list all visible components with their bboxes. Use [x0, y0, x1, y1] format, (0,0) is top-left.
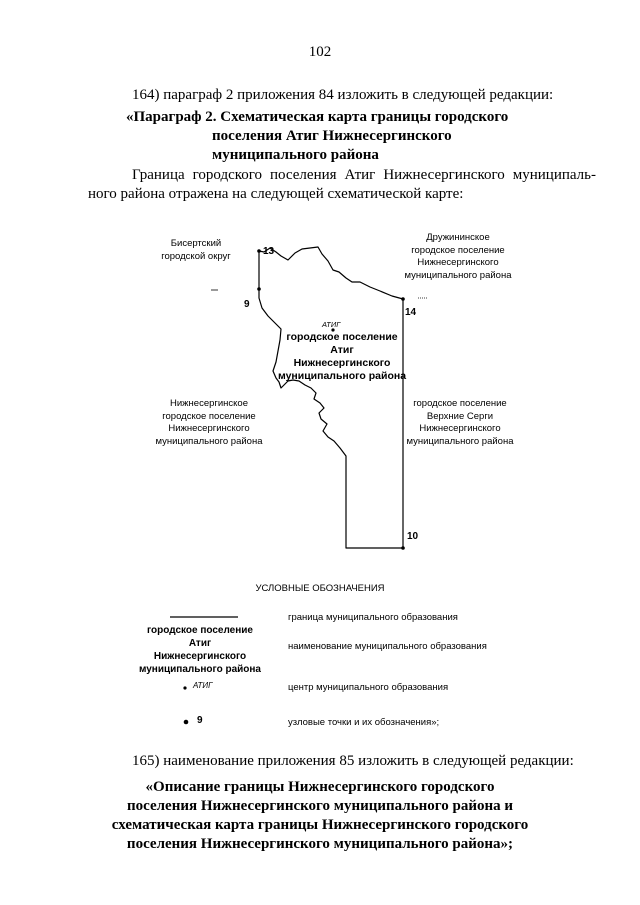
neighbor-mid-right-line-3: Нижнесергинского — [419, 423, 501, 434]
neighbor-top-right: Дружининское городское поселение Нижнесе… — [398, 232, 518, 282]
legend-name-sample: городское поселение Атиг Нижнесергинског… — [130, 624, 270, 676]
legend-boundary-text: граница муниципального образования — [288, 612, 458, 623]
neighbor-mid-right-line-1: городское поселение — [413, 398, 507, 409]
node-9-point — [257, 287, 261, 291]
node-9-label: 9 — [244, 299, 250, 310]
neighbor-top-left-line-1: Бисертский — [170, 238, 222, 249]
node-14-point — [401, 297, 405, 301]
neighbor-top-right-line-2: городское поселение — [411, 244, 505, 256]
legend-center-sample: АТИГ — [193, 681, 213, 690]
neighbor-top-right-line-1: Дружининское — [426, 232, 490, 243]
node-14-label: 14 — [405, 307, 417, 318]
item-164-body-line-2: ного района отражена на следующей схемат… — [88, 186, 464, 202]
legend-name-text: наименование муниципального образования — [288, 641, 487, 652]
atig-area-label-line-4: муниципального района — [277, 370, 407, 382]
neighbor-top-left-line-2: городской округ — [161, 250, 231, 262]
legend-name-sample-line-3: Нижнесергинского — [153, 651, 247, 662]
atig-area-label-line-3: Нижнесергинского — [293, 357, 391, 369]
legend-name-sample-line-2: Атиг — [188, 638, 212, 649]
item-164-title-line-3: муниципального района — [212, 147, 379, 163]
node-10-point — [401, 546, 405, 550]
item-164-title-line-1: «Параграф 2. Схематическая карта границы… — [126, 109, 509, 125]
legend-node-sample: 9 — [197, 715, 203, 726]
neighbor-top-left: Бисертский городской округ — [146, 238, 246, 263]
item-165-title-line-4: поселения Нижнесергинского муниципальног… — [126, 836, 514, 852]
item-164-body-line-1: Граница городского поселения Атиг Нижнес… — [132, 167, 596, 183]
neighbor-mid-right: городское поселение Верхние Серги Нижнес… — [400, 398, 520, 448]
neighbor-mid-left-line-3: Нижнесергинского — [168, 423, 250, 434]
node-13-label: 13 — [263, 246, 275, 257]
item-165-title-line-3: схематическая карта границы Нижнесергинс… — [111, 817, 529, 833]
neighbor-top-right-line-4: муниципального района — [404, 269, 512, 281]
legend-node-text: узловые точки и их обозначения»; — [288, 717, 440, 728]
legend-node-bullet — [183, 719, 189, 725]
neighbor-top-right-line-3: Нижнесергинского — [417, 257, 499, 268]
atig-center-label: АТИГ — [322, 320, 341, 329]
legend-name-sample-line-1: городское поселение — [147, 625, 253, 636]
item-165-title-line-2: поселения Нижнесергинского муниципальног… — [126, 798, 514, 814]
item-165-intro: 165) наименование приложения 85 изложить… — [132, 753, 574, 769]
item-165-title: «Описание границы Нижнесергинского город… — [60, 778, 580, 854]
item-164-title-line-2: поселения Атиг Нижнесергинского — [212, 128, 452, 144]
item-164-title: «Параграф 2. Схематическая карта границы… — [120, 108, 520, 165]
neighbor-mid-left-line-4: муниципального района — [155, 435, 263, 447]
node-10-label: 10 — [407, 531, 419, 542]
legend-center-text: центр муниципального образования — [288, 682, 449, 693]
atig-area-label-line-1: городское поселение — [286, 331, 398, 343]
atig-area-label-line-2: Атиг — [330, 344, 354, 356]
neighbor-mid-right-line-2: Верхние Серги — [426, 410, 494, 422]
atig-area-label: городское поселение Атиг Нижнесергинског… — [272, 331, 412, 383]
neighbor-mid-left-line-1: Нижнесергинское — [170, 398, 248, 409]
legend-heading: УСЛОВНЫЕ ОБОЗНАЧЕНИЯ — [255, 583, 385, 594]
neighbor-mid-left: Нижнесергинское городское поселение Нижн… — [148, 398, 270, 448]
atig-center-point — [331, 328, 335, 332]
item-164-intro: 164) параграф 2 приложения 84 изложить в… — [132, 87, 554, 103]
legend-name-sample-line-4: муниципального района — [138, 664, 261, 675]
neighbor-mid-left-line-2: городское поселение — [162, 410, 256, 422]
node-13-point — [257, 249, 261, 253]
atig-boundary — [258, 246, 404, 549]
legend-center-bullet — [183, 686, 187, 690]
page-number: 102 — [308, 44, 332, 60]
neighbor-mid-right-line-4: муниципального района — [406, 435, 514, 447]
item-165-title-line-1: «Описание границы Нижнесергинского город… — [145, 779, 495, 795]
